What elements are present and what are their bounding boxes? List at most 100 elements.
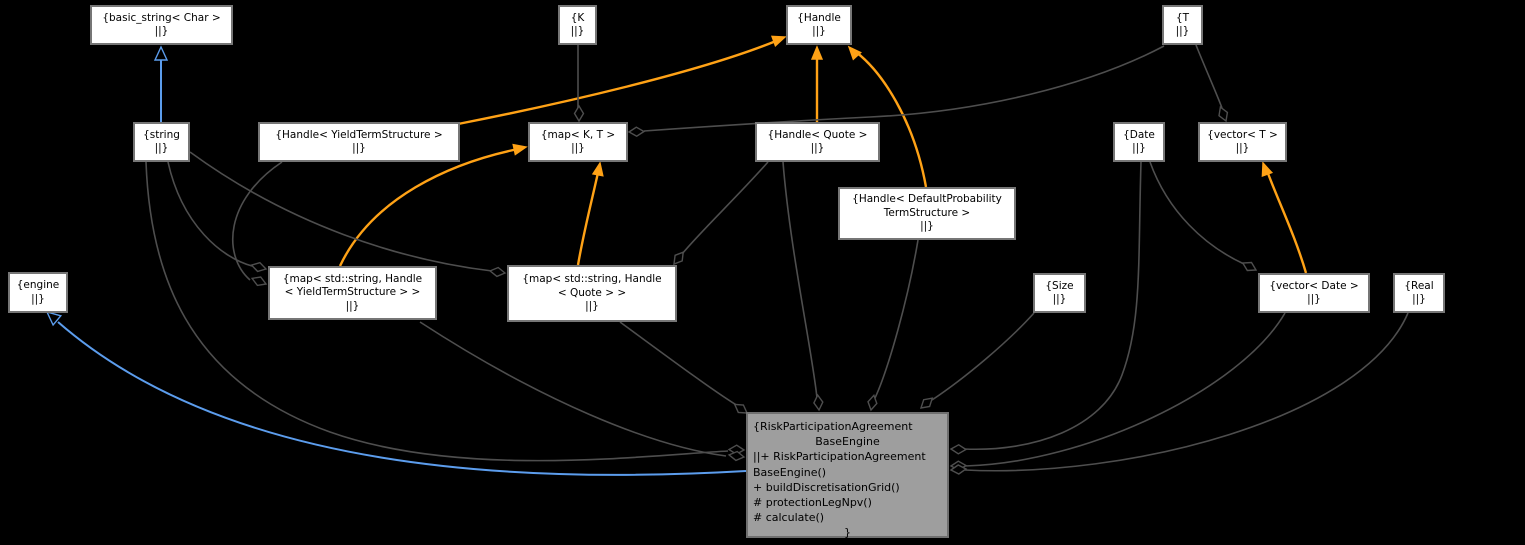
edge-vector_date-to-main <box>964 312 1286 467</box>
node-map-k-t[interactable]: {map< K, T >||} <box>528 122 628 162</box>
node-label-line: ||} <box>810 142 825 154</box>
edge-handle_yts-to-handle <box>457 39 777 126</box>
node-label-line: {Size <box>1045 279 1074 292</box>
template-arrow-map_string_quote-to-map_kt <box>591 161 604 177</box>
node-label-line: + buildDiscretisationGrid() <box>753 480 900 494</box>
node-handle-quote[interactable]: {Handle< Quote >||} <box>755 122 880 162</box>
node-label-line: ||} <box>352 142 366 154</box>
node-label-line: ||+ RiskParticipationAgreement <box>753 450 926 464</box>
node-label-line: # calculate() <box>753 511 825 525</box>
aggregation-diamond-string-to-map_string_quote <box>488 266 507 278</box>
node-label-line: {Handle< YieldTermStructure > <box>275 128 443 141</box>
edge-string-to-map_string_yts <box>167 161 253 267</box>
edge-handle_dpts-to-main <box>874 239 919 399</box>
node-label-line: {K <box>570 11 585 24</box>
aggregation-diamond-handle_quote-to-main <box>813 393 824 412</box>
edge-date-to-main <box>963 161 1142 451</box>
node-engine[interactable]: {engine||} <box>8 272 68 313</box>
node-label-line: {basic_string< Char > <box>102 11 221 24</box>
template-arrow-handle_yts-to-handle <box>770 35 787 48</box>
node-label-line: {engine <box>16 279 60 291</box>
edge-handle_dpts-to-handle <box>855 51 928 188</box>
node-label-line: ||} <box>570 25 585 37</box>
node-label-line: } <box>844 526 851 540</box>
edge-string-to-map_string_quote <box>189 151 493 272</box>
node-label-line: {map< std::string, Handle <box>522 273 662 286</box>
node-handle-yieldtermstructure[interactable]: {Handle< YieldTermStructure >||} <box>258 122 460 162</box>
node-label-line: ||} <box>812 25 826 37</box>
node-label-line: {map< std::string, Handle <box>282 272 423 285</box>
edge-real-to-main <box>964 312 1409 472</box>
node-label-line: TermStructure > <box>883 206 971 219</box>
edge-handle_quote-to-map_string_quote <box>681 161 769 255</box>
node-label-line: BaseEngine <box>815 435 880 449</box>
edge-map_string_quote-to-map_kt <box>576 167 601 266</box>
aggregation-diamond-t-to-vector_t <box>1218 105 1229 123</box>
node-vector-t[interactable]: {vector< T >||} <box>1198 122 1287 162</box>
node-vector-date[interactable]: {vector< Date >||} <box>1258 273 1370 313</box>
aggregation-diamond-k-to-map_kt <box>573 104 585 123</box>
node-label-line: ||} <box>154 25 169 37</box>
node-label-line: ||} <box>1132 142 1146 154</box>
node-label-line: ||} <box>571 142 585 154</box>
inheritance-arrow-main-to-engine <box>45 310 63 327</box>
node-label-line: ||} <box>1052 293 1067 305</box>
node-label-line: ||} <box>920 220 934 233</box>
node-label-line: ||} <box>1412 293 1426 305</box>
edge-map_string_yts-to-map_kt <box>338 147 519 267</box>
template-arrow-handle_dpts-to-handle <box>847 45 862 61</box>
node-date[interactable]: {Date||} <box>1113 122 1165 162</box>
aggregation-diamond-handle_dpts-to-main <box>867 393 878 412</box>
edge-t-to-map_kt <box>643 45 1165 132</box>
aggregation-diamond-date-to-main <box>949 443 968 455</box>
node-label-line: {RiskParticipationAgreement <box>753 420 913 433</box>
aggregation-diamond-string-to-map_string_yts <box>250 261 268 273</box>
edge-handle_quote-to-main <box>782 161 818 399</box>
aggregation-diamond-map_string_quote-to-main <box>733 403 749 414</box>
node-map-string-handle-quote[interactable]: {map< std::string, Handle< Quote > >||} <box>507 265 677 322</box>
node-label-line: {vector< Date > <box>1269 279 1359 292</box>
node-map-string-handle-yieldtermstructure[interactable]: {map< std::string, Handle< YieldTermStru… <box>268 266 437 320</box>
node-handle[interactable]: {Handle||} <box>786 5 852 45</box>
node-label-line: {map< K, T > <box>540 128 616 141</box>
node-label-line: ||} <box>585 300 599 313</box>
node-k[interactable]: {K||} <box>558 5 597 45</box>
node-label-line: # protectionLegNpv() <box>753 496 872 510</box>
node-label-line: {Handle< DefaultProbability <box>852 193 1002 206</box>
node-label-line: < YieldTermStructure > > <box>284 286 421 299</box>
template-arrow-handle_quote-to-handle <box>810 45 824 60</box>
aggregation-diamond-date-to-vector_date <box>1241 261 1258 272</box>
node-size[interactable]: {Size||} <box>1033 273 1086 313</box>
template-arrow-map_string_yts-to-map_kt <box>512 143 528 156</box>
node-string[interactable]: {string||} <box>133 122 190 162</box>
node-label-line: {vector< T > <box>1207 128 1278 141</box>
node-label-line: {Handle< Quote > <box>767 128 868 141</box>
edge-t-to-vector_t <box>1195 44 1223 109</box>
node-label-line: < Quote > > <box>557 286 627 299</box>
node-label-line: {string <box>143 128 180 141</box>
inheritance-arrow-string-to-basic_string <box>153 45 169 61</box>
aggregation-diamond-map_string_yts-to-main <box>727 450 746 462</box>
edge-date-to-vector_date <box>1149 161 1245 265</box>
node-basic-string-char[interactable]: {basic_string< Char >||} <box>90 5 233 45</box>
edge-handle_yts-to-map_string_yts <box>231 161 283 281</box>
aggregation-diamond-t-to-map_kt <box>627 126 646 138</box>
node-label-line: ||} <box>31 292 45 305</box>
node-label-line: ||} <box>1307 293 1321 305</box>
node-t[interactable]: {T||} <box>1162 5 1203 45</box>
edge-map_string_yts-to-main <box>419 321 727 457</box>
node-label-line: ||} <box>1175 25 1190 37</box>
node-label-line: {Handle <box>797 11 841 24</box>
node-label-line: {Real <box>1404 279 1434 292</box>
edge-size-to-main <box>931 312 1035 401</box>
node-label-line: {Date <box>1123 128 1155 141</box>
node-label-line: ||} <box>154 142 169 154</box>
aggregation-diamond-handle_quote-to-map_string_quote <box>673 251 685 266</box>
aggregation-diamond-size-to-main <box>919 397 934 409</box>
node-label-line: ||} <box>1235 142 1250 154</box>
node-real[interactable]: {Real||} <box>1393 273 1445 313</box>
node-label-line: ||} <box>345 299 360 312</box>
